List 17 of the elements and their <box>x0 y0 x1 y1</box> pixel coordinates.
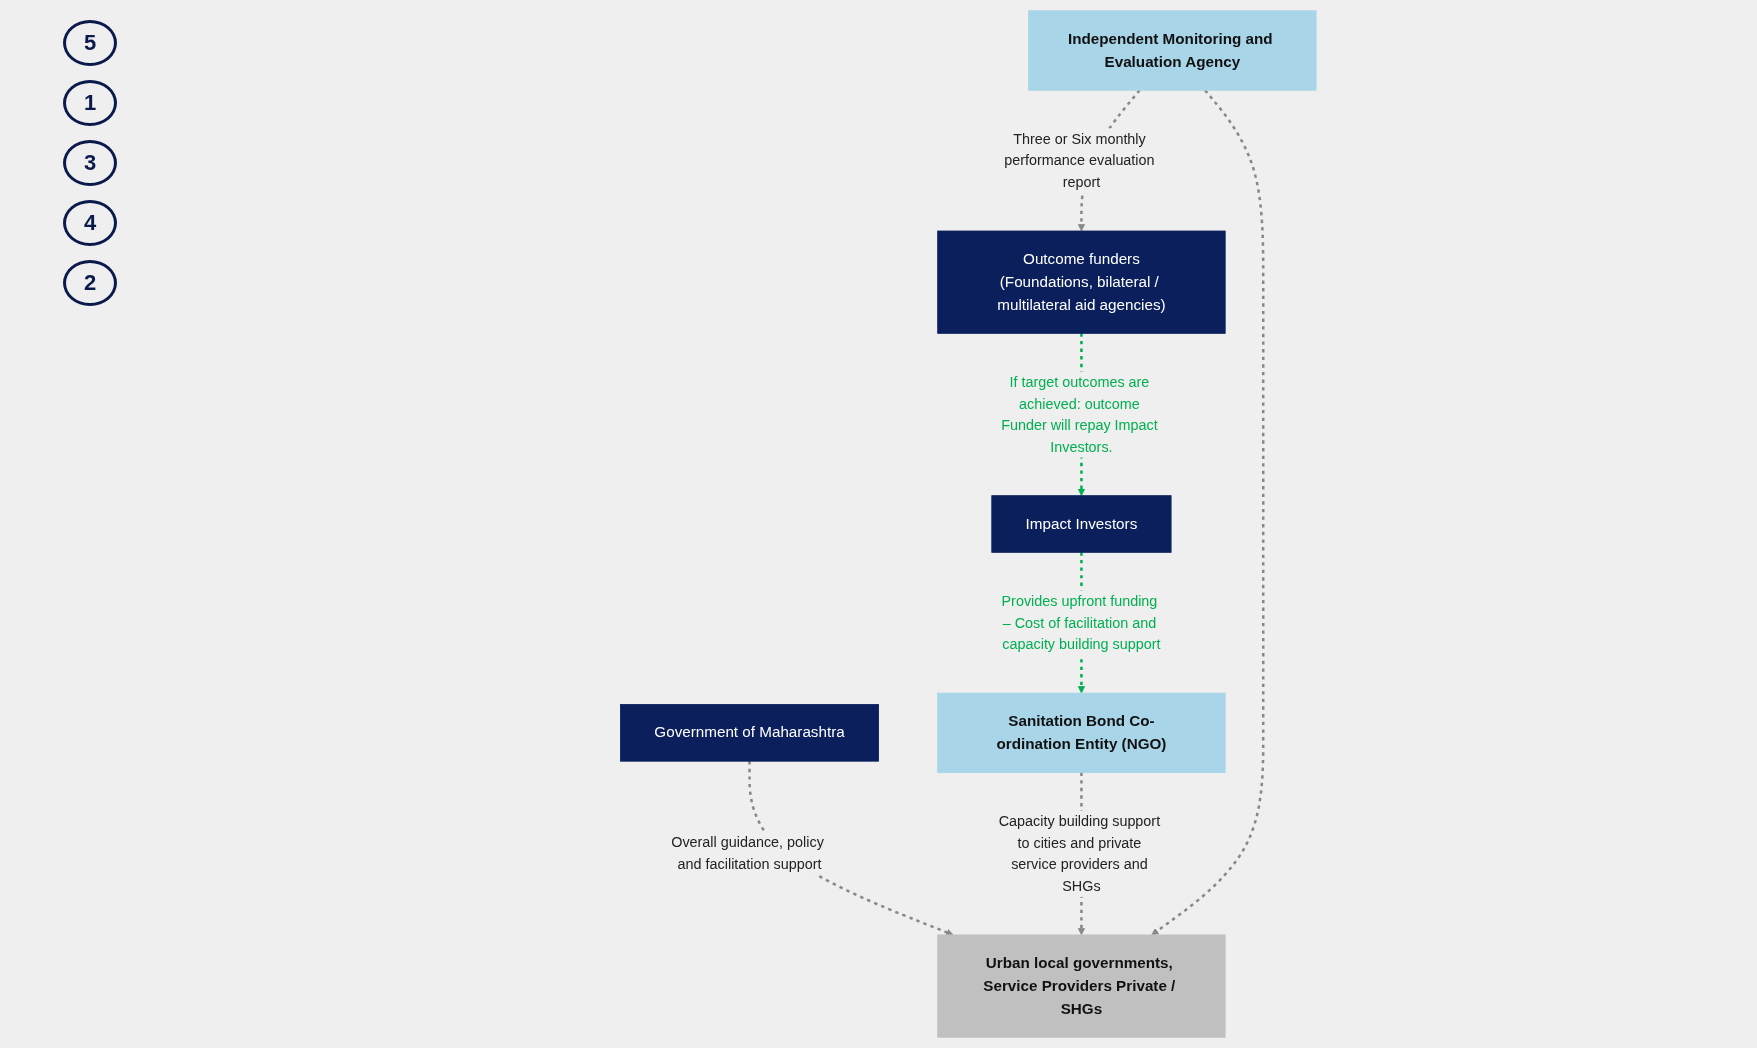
callout-number: 5 <box>63 20 117 66</box>
callout-number: 3 <box>63 140 117 186</box>
edge-label: Overall guidance, policy and facilitation support <box>671 834 825 873</box>
edge-label: Provides upfront funding – Cost of facilitation and capacity building support <box>1001 592 1161 653</box>
node-box: Government of Maharashtra <box>620 704 880 762</box>
edge-label: Capacity building support to cities and private service providers and SHGs <box>998 813 1161 894</box>
edge-label: If target outcomes are achieved: outcome Funder will repay Impact Investors. <box>1001 373 1158 455</box>
node-box: Sanitation Bond Co-ordination Entity (NGO) <box>937 692 1226 773</box>
arrow <box>1151 89 1265 936</box>
node-box: Independent Monitoring and Evaluation Agency <box>1028 10 1317 91</box>
callout-number: 1 <box>63 80 117 126</box>
node-box: Urban local governments, Service Providers Private / SHGs <box>937 934 1226 1038</box>
callout-number: 2 <box>63 260 117 306</box>
node-box: Impact Investors <box>991 495 1172 553</box>
edge-label: Three or Six monthly performance evaluation report <box>1004 130 1155 191</box>
node-box: Outcome funders (Foundations, bilateral / multilateral aid agencies) <box>937 230 1226 334</box>
callout-number: 4 <box>63 200 117 246</box>
